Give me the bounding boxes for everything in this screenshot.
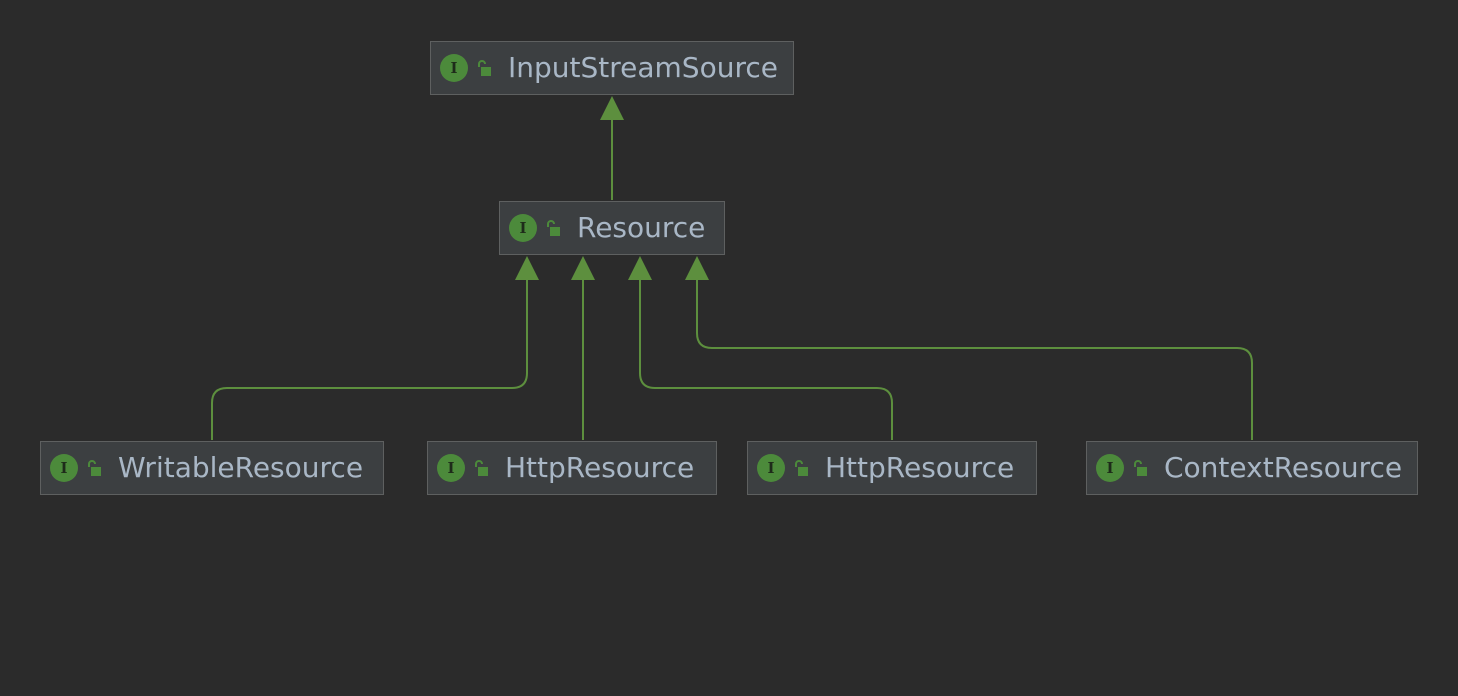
node-label: ContextResource (1164, 451, 1403, 484)
node-input-stream-source[interactable]: I InputStreamSource (430, 41, 794, 95)
public-lock-icon (84, 458, 104, 478)
interface-icon: I (437, 454, 465, 482)
interface-icon: I (757, 454, 785, 482)
node-label: InputStreamSource (508, 51, 778, 84)
node-http-resource-2[interactable]: I HttpResource (747, 441, 1037, 495)
public-lock-icon (474, 58, 494, 78)
interface-icon: I (1096, 454, 1124, 482)
arrowhead-resource-3 (628, 256, 652, 280)
node-resource[interactable]: I Resource (499, 201, 725, 255)
edge-context-resource-to-resource (696, 278, 1253, 440)
node-label: WritableResource (118, 451, 364, 484)
node-label: HttpResource (505, 451, 695, 484)
node-context-resource[interactable]: I ContextResource (1086, 441, 1418, 495)
public-lock-icon (543, 218, 563, 238)
public-lock-icon (791, 458, 811, 478)
edge-http-resource-2-to-resource (639, 278, 893, 440)
node-label: Resource (577, 211, 706, 244)
public-lock-icon (471, 458, 491, 478)
node-label: HttpResource (825, 451, 1015, 484)
interface-icon: I (509, 214, 537, 242)
node-writable-resource[interactable]: I WritableResource (40, 441, 384, 495)
interface-icon: I (440, 54, 468, 82)
public-lock-icon (1130, 458, 1150, 478)
node-http-resource-1[interactable]: I HttpResource (427, 441, 717, 495)
edge-writable-resource-to-resource (211, 278, 528, 440)
arrowhead-resource-2 (571, 256, 595, 280)
interface-icon: I (50, 454, 78, 482)
arrowhead-input-stream-source (600, 96, 624, 120)
arrowhead-resource-1 (515, 256, 539, 280)
arrowhead-resource-4 (685, 256, 709, 280)
